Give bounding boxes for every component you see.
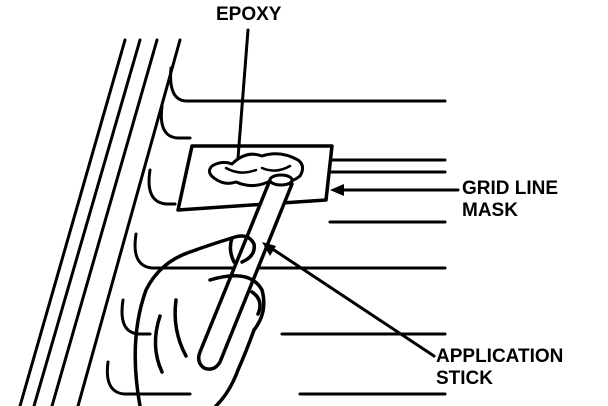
- application-stick: [196, 173, 294, 371]
- epoxy-blob: [207, 152, 305, 187]
- heater-grid-lines: [105, 66, 447, 396]
- label-application-stick: APPLICATION STICK: [436, 346, 564, 389]
- glass-edge-lines: [18, 38, 182, 406]
- leader-lines: [236, 28, 460, 358]
- label-epoxy: EPOXY: [216, 4, 282, 25]
- hand: [133, 234, 266, 406]
- arrow-heads: [262, 184, 344, 256]
- label-grid-line-mask: GRID LINE MASK: [462, 178, 559, 221]
- grid-line-mask: [176, 144, 334, 212]
